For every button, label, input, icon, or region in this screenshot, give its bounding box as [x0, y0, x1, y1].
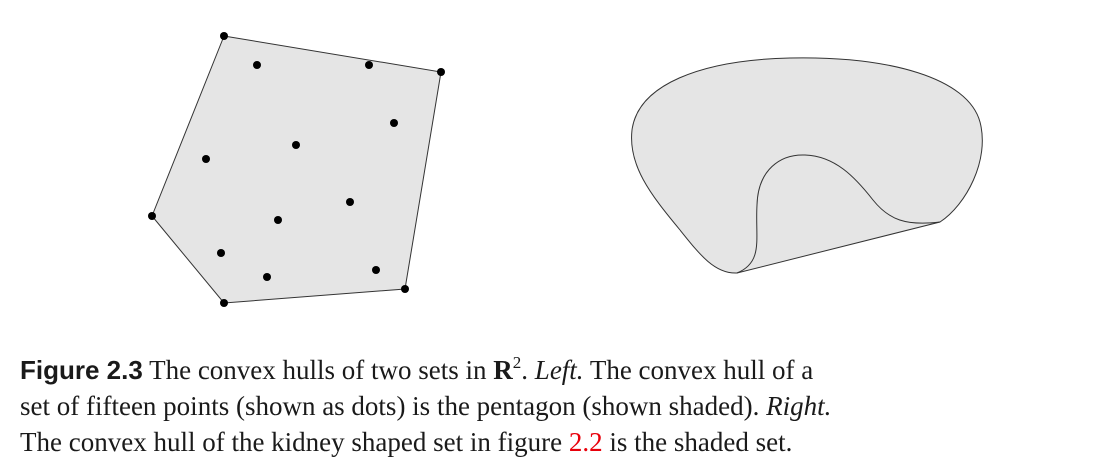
figure-label: Figure 2.3 [20, 355, 143, 385]
point-dot [274, 216, 282, 224]
figure-caption: Figure 2.3 The convex hulls of two sets … [20, 352, 1115, 460]
point-dot [346, 198, 354, 206]
right-panel [631, 57, 983, 274]
point-set [148, 32, 445, 307]
point-dot [365, 61, 373, 69]
point-dot [220, 32, 228, 40]
point-dot [220, 299, 228, 307]
pentagon-hull [151, 35, 442, 304]
point-dot [202, 155, 210, 163]
caption-line-1: Figure 2.3 The convex hulls of two sets … [20, 352, 1115, 388]
figure-reference-link[interactable]: 2.2 [568, 427, 603, 457]
caption-text: set of fifteen points (shown as dots) is… [20, 391, 767, 421]
caption-line-2: set of fifteen points (shown as dots) is… [20, 388, 1115, 424]
caption-text: is the shaded set. [602, 427, 793, 457]
real-space-exponent: 2 [512, 353, 522, 372]
point-dot [148, 212, 156, 220]
kidney-hull [631, 57, 983, 274]
point-dot [263, 273, 271, 281]
point-dot [437, 68, 445, 76]
point-dot [253, 61, 261, 69]
caption-text: The convex hulls of two sets in [142, 355, 494, 385]
caption-text: . [521, 355, 535, 385]
real-space-symbol: R [493, 355, 513, 385]
caption-line-3: The convex hull of the kidney shaped set… [20, 424, 1115, 460]
right-label: Right. [766, 391, 832, 421]
kidney-inner-edge [736, 154, 941, 274]
point-dot [292, 141, 300, 149]
point-dot [390, 119, 398, 127]
left-label: Left. [534, 355, 584, 385]
figure-illustration [148, 32, 983, 307]
point-dot [401, 285, 409, 293]
left-panel [148, 32, 445, 307]
point-dot [217, 249, 225, 257]
caption-text: The convex hull of a [583, 355, 814, 385]
point-dot [372, 266, 380, 274]
caption-text: The convex hull of the kidney shaped set… [20, 427, 569, 457]
